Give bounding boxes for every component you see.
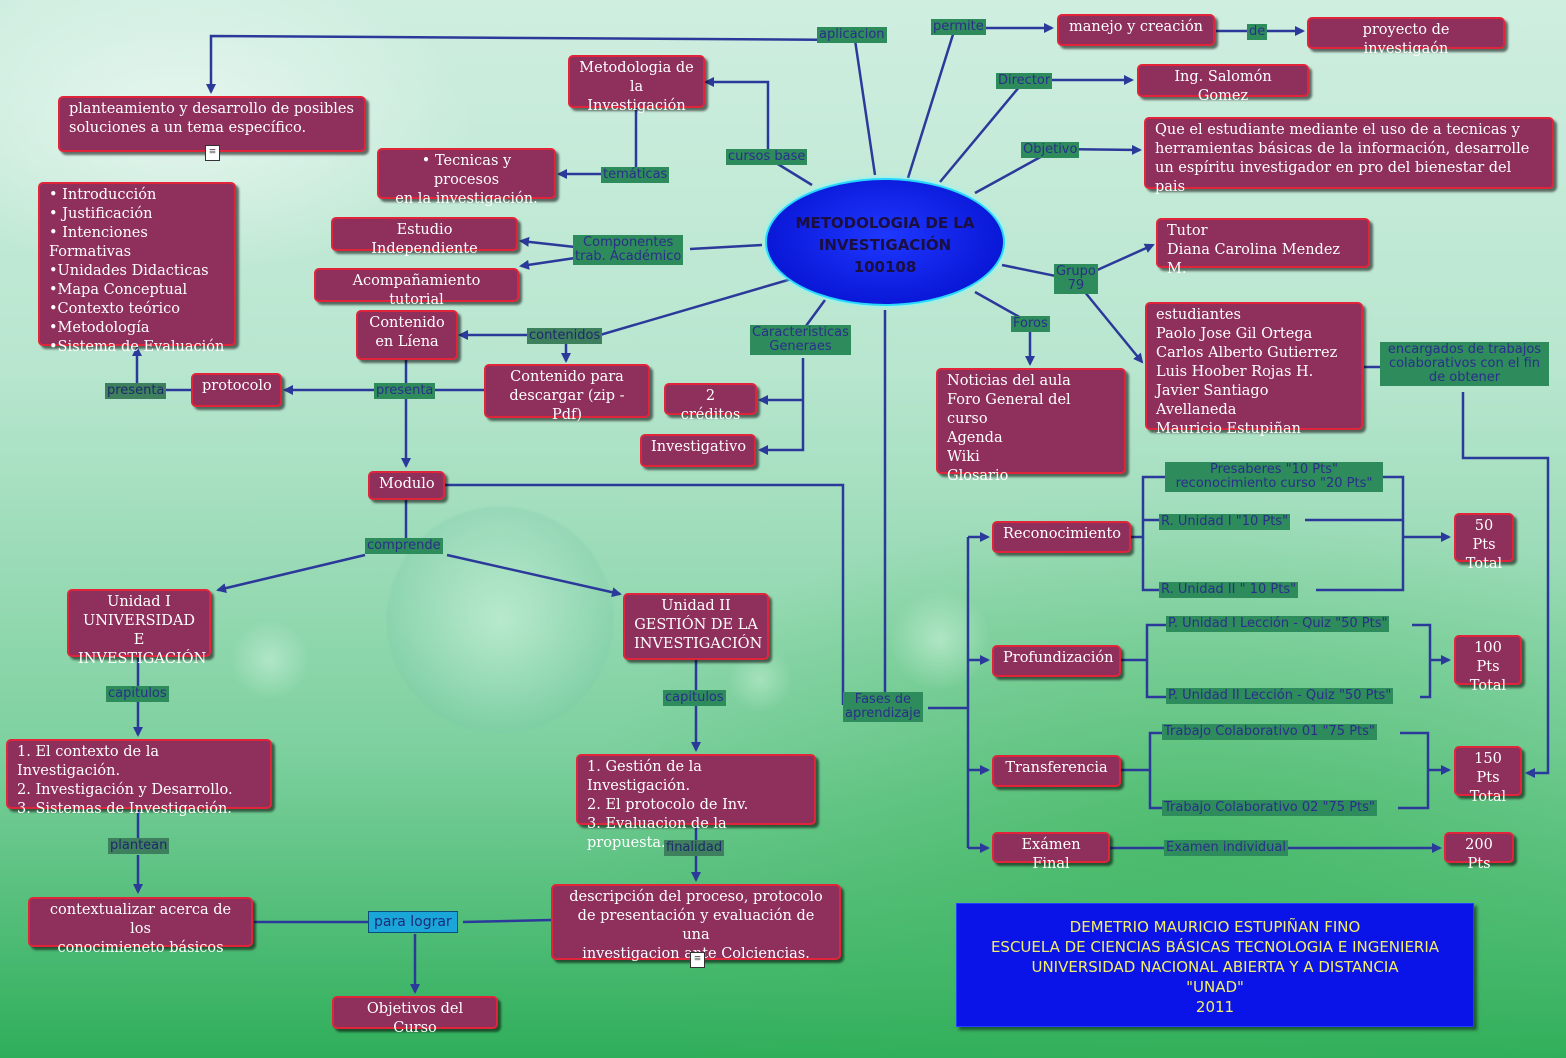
link-label-fases: Fases de aprendizaje xyxy=(843,692,923,722)
investigativo-node[interactable]: Investigativo xyxy=(640,434,756,467)
link-label-finalidad: finalidad xyxy=(664,840,725,856)
link-label-para-lograr: para lograr xyxy=(368,911,458,933)
link-label-presaberes: Presaberes "10 Pts" reconocimiento curso… xyxy=(1165,462,1383,492)
link-label-capitulos: capitulos xyxy=(106,686,169,702)
estudio-independiente-node[interactable]: Estudio Independiente xyxy=(331,217,518,257)
tutor-node[interactable]: Tutor Diana Carolina Mendez M. xyxy=(1156,218,1370,277)
link-label-comprende: comprende xyxy=(365,538,443,554)
link-label-aplicacion: aplicacion xyxy=(817,27,887,43)
link-label-plantean: plantean xyxy=(108,838,170,854)
link-label-contenidos: contenidos xyxy=(527,328,603,344)
contenido-list-node[interactable]: • Introducción • Justificación • Intenci… xyxy=(38,182,236,355)
link-label-examen-individual: Examen individual xyxy=(1164,840,1288,856)
link-label-director: Director xyxy=(996,73,1053,89)
link-label-cursos-base: cursos base xyxy=(726,149,808,165)
descripcion-node[interactable]: descripción del proceso, protocolo de pr… xyxy=(551,884,841,962)
link-label-trabajo1: Trabajo Colaborativo 01 "75 Pts" xyxy=(1162,724,1377,740)
proyecto-node[interactable]: proyecto de investigaón xyxy=(1307,17,1505,57)
objetivos-curso-node[interactable]: Objetivos del Curso xyxy=(332,996,498,1036)
creditos-node[interactable]: 2 créditos xyxy=(664,383,757,423)
acompanamiento-node[interactable]: Acompañamiento tutorial xyxy=(314,268,519,308)
link-label-encargados: encargados de trabajos colaborativos con… xyxy=(1380,342,1549,386)
link-label-capitulos: capitulos xyxy=(663,690,726,706)
pts-50-node[interactable]: 50 Pts Total xyxy=(1454,513,1514,572)
link-label-p-unidad2: P. Unidad II Lección - Quiz "50 Pts" xyxy=(1166,688,1394,704)
unidad1-node[interactable]: Unidad I UNIVERSIDAD E INVESTIGACIÓN xyxy=(67,589,211,667)
unidad2-node[interactable]: Unidad II GESTIÓN DE LA INVESTIGACIÓN xyxy=(623,593,769,660)
link-label-permite: permite xyxy=(931,19,986,35)
link-label-foros: Foros xyxy=(1011,316,1050,332)
central-topic[interactable]: METODOLOGIA DE LA INVESTIGACIÓN 100108 xyxy=(765,178,1005,306)
unidad1-capitulos-node[interactable]: 1. El contexto de la Investigación. 2. I… xyxy=(6,739,272,817)
modulo-node[interactable]: Modulo xyxy=(368,471,445,500)
pts-100-node[interactable]: 100 Pts Total xyxy=(1454,635,1522,694)
unidad2-capitulos-node[interactable]: 1. Gestión de la Investigación. 2. El pr… xyxy=(576,754,816,851)
examen-final-node[interactable]: Exámen Final xyxy=(992,832,1110,872)
reconocimiento-node[interactable]: Reconocimiento xyxy=(992,521,1131,553)
contenido-descargar-node[interactable]: Contenido para descargar (zip -Pdf) xyxy=(484,364,650,423)
protocolo-node[interactable]: protocolo xyxy=(191,373,282,407)
link-label-de: de xyxy=(1247,24,1268,40)
link-label-grupo: Grupo 79 xyxy=(1054,264,1098,294)
link-label-r-unidad1: R. Unidad I "10 Pts" xyxy=(1159,514,1291,530)
estudiantes-node[interactable]: estudiantes Paolo Jose Gil Ortega Carlos… xyxy=(1145,302,1363,437)
objetivo-node[interactable]: Que el estudiante mediante el uso de a t… xyxy=(1144,117,1554,195)
link-label-trabajo2: Trabajo Colaborativo 02 "75 Pts" xyxy=(1162,800,1377,816)
contextualizar-node[interactable]: contextualizar acerca de los conocimiene… xyxy=(28,897,253,956)
link-label-p-unidad1: P. Unidad I Lección - Quiz "50 Pts" xyxy=(1166,616,1390,632)
contenido-linea-node[interactable]: Contenido en Líena xyxy=(356,310,458,360)
profundizacion-node[interactable]: Profundización xyxy=(992,645,1121,677)
link-label-caracteristicas: Caracteristicas Generaes xyxy=(750,325,851,355)
link-label-presenta: presenta xyxy=(374,383,436,399)
pts-200-node[interactable]: 200 Pts xyxy=(1444,832,1514,872)
link-label-objetivo: Objetivo xyxy=(1021,142,1080,158)
document-icon[interactable]: ≡ xyxy=(205,145,220,161)
link-label-componentes: Componentes trab. Académico xyxy=(573,235,684,265)
tecnicas-node[interactable]: • Tecnicas y procesos en la investigació… xyxy=(377,148,556,207)
transferencia-node[interactable]: Transferencia xyxy=(992,755,1121,787)
link-label-tematicas: temáticas xyxy=(601,167,670,183)
link-label-presenta: presenta xyxy=(105,383,167,399)
credit-box: DEMETRIO MAURICIO ESTUPIÑAN FINO ESCUELA… xyxy=(956,903,1474,1027)
director-name-node[interactable]: Ing. Salomón Gomez xyxy=(1137,64,1309,104)
planteamiento-node[interactable]: planteamiento y desarrollo de posibles s… xyxy=(58,96,366,152)
link-label-r-unidad2: R. Unidad II " 10 Pts" xyxy=(1159,582,1299,598)
document-icon[interactable]: ≡ xyxy=(690,952,705,968)
manejo-node[interactable]: manejo y creación xyxy=(1057,14,1215,46)
metodologia-node[interactable]: Metodologia de la Investigación xyxy=(568,55,705,114)
pts-150-node[interactable]: 150 Pts Total xyxy=(1454,746,1522,805)
foros-node[interactable]: Noticias del aula Foro General del curso… xyxy=(936,368,1126,484)
